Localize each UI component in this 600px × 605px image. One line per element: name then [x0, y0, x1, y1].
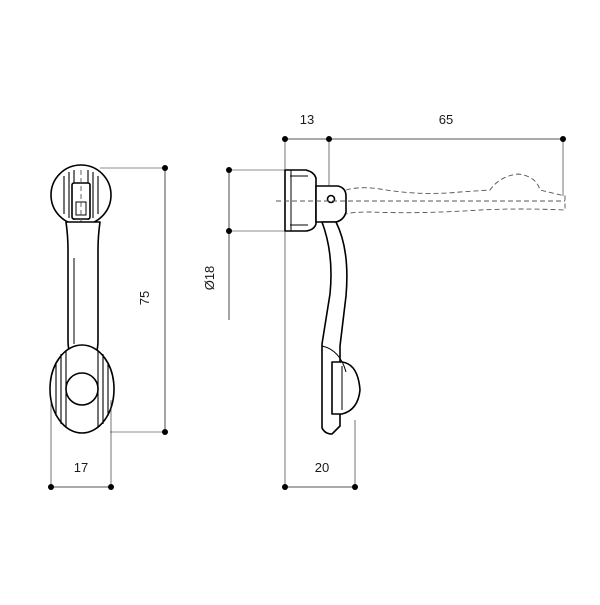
offset-label: 13	[300, 112, 314, 127]
shaft-diameter-dimension: Ø18	[202, 167, 285, 320]
front-handle-shank	[65, 221, 101, 359]
front-width-dimension: 17	[48, 400, 114, 490]
side-knob	[331, 361, 361, 415]
top-horizontal-dimensions: 13 65	[282, 112, 566, 196]
side-width-dimension: 20	[282, 231, 358, 490]
front-width-label: 17	[74, 460, 88, 475]
front-knob-cap	[65, 372, 99, 406]
front-height-dimension: 75	[100, 165, 168, 435]
reach-label: 65	[439, 112, 453, 127]
side-lever-arm	[321, 221, 348, 435]
front-view	[49, 164, 115, 434]
side-view	[276, 169, 566, 435]
side-pivot-block	[315, 185, 347, 223]
shaft-diameter-label: Ø18	[202, 266, 217, 291]
side-width-label: 20	[315, 460, 329, 475]
side-rosette	[284, 169, 317, 232]
side-lever-open-position	[345, 173, 566, 215]
front-height-label: 75	[137, 291, 152, 305]
